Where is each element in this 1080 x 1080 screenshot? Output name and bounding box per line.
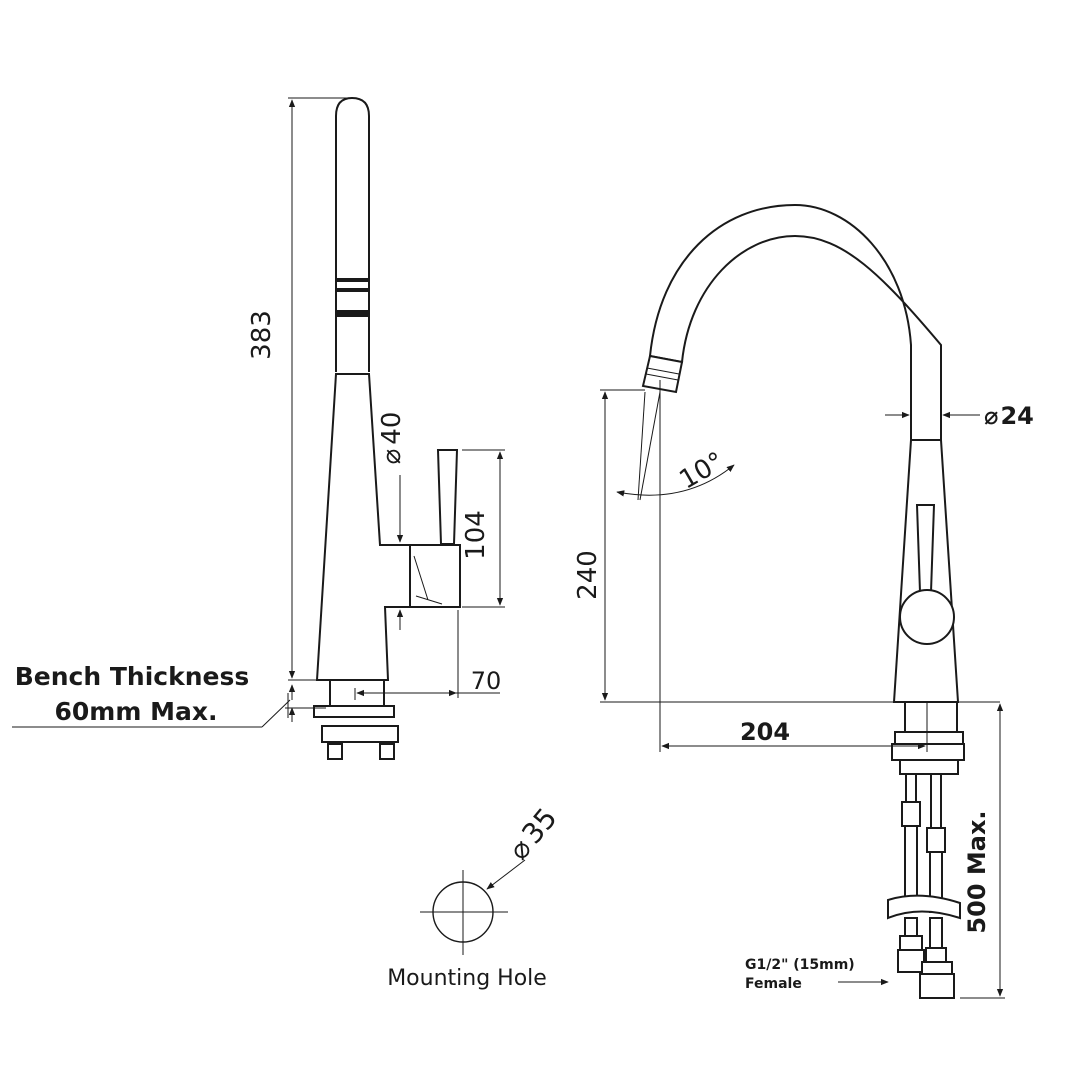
mounting-hole-detail: ⌀35 Mounting Hole (387, 802, 563, 991)
dim-hole-diameter: ⌀35 (502, 802, 564, 866)
mounting-hole-label: Mounting Hole (387, 966, 547, 991)
side-handle-lever (436, 449, 459, 545)
side-spout-tube (335, 96, 370, 372)
side-aerator-ring (335, 288, 370, 292)
dim-handle-diameter: ⌀40 (377, 412, 407, 465)
bench-thickness-label: Bench Thickness (15, 662, 250, 691)
front-view: 240 10° 204 ⌀24 500 Max. G1/2" (15mm) Fe… (573, 203, 1034, 999)
front-gooseneck-spout (648, 203, 942, 441)
connector-female-label: Female (745, 976, 802, 992)
bench-thickness-max-label: 60mm Max. (55, 697, 218, 726)
side-plate (321, 725, 399, 743)
front-handle-lever (915, 504, 936, 593)
connector-thread-label: G1/2" (15mm) (745, 957, 855, 973)
dim-offset-70: 70 (471, 667, 502, 695)
dim-reach-204: 204 (740, 718, 790, 746)
front-handle-knob (899, 589, 955, 645)
dim-spout-angle: 10° (675, 447, 730, 496)
dim-height-383: 383 (247, 310, 277, 360)
dim-spout-diameter: ⌀24 (984, 402, 1034, 430)
side-view: 383 ⌀40 104 70 Bench Thickness 60mm Max. (12, 96, 505, 760)
side-aerator-ring (335, 278, 370, 282)
dim-handle-height-104: 104 (461, 510, 491, 560)
front-aerator (641, 354, 684, 394)
front-flexible-hoses (887, 773, 961, 999)
side-aerator-ring (335, 310, 370, 317)
dim-spout-height-240: 240 (573, 550, 603, 600)
dim-hose-length: 500 Max. (963, 810, 991, 933)
side-handle-cartridge (409, 544, 461, 608)
side-nut (313, 705, 395, 718)
